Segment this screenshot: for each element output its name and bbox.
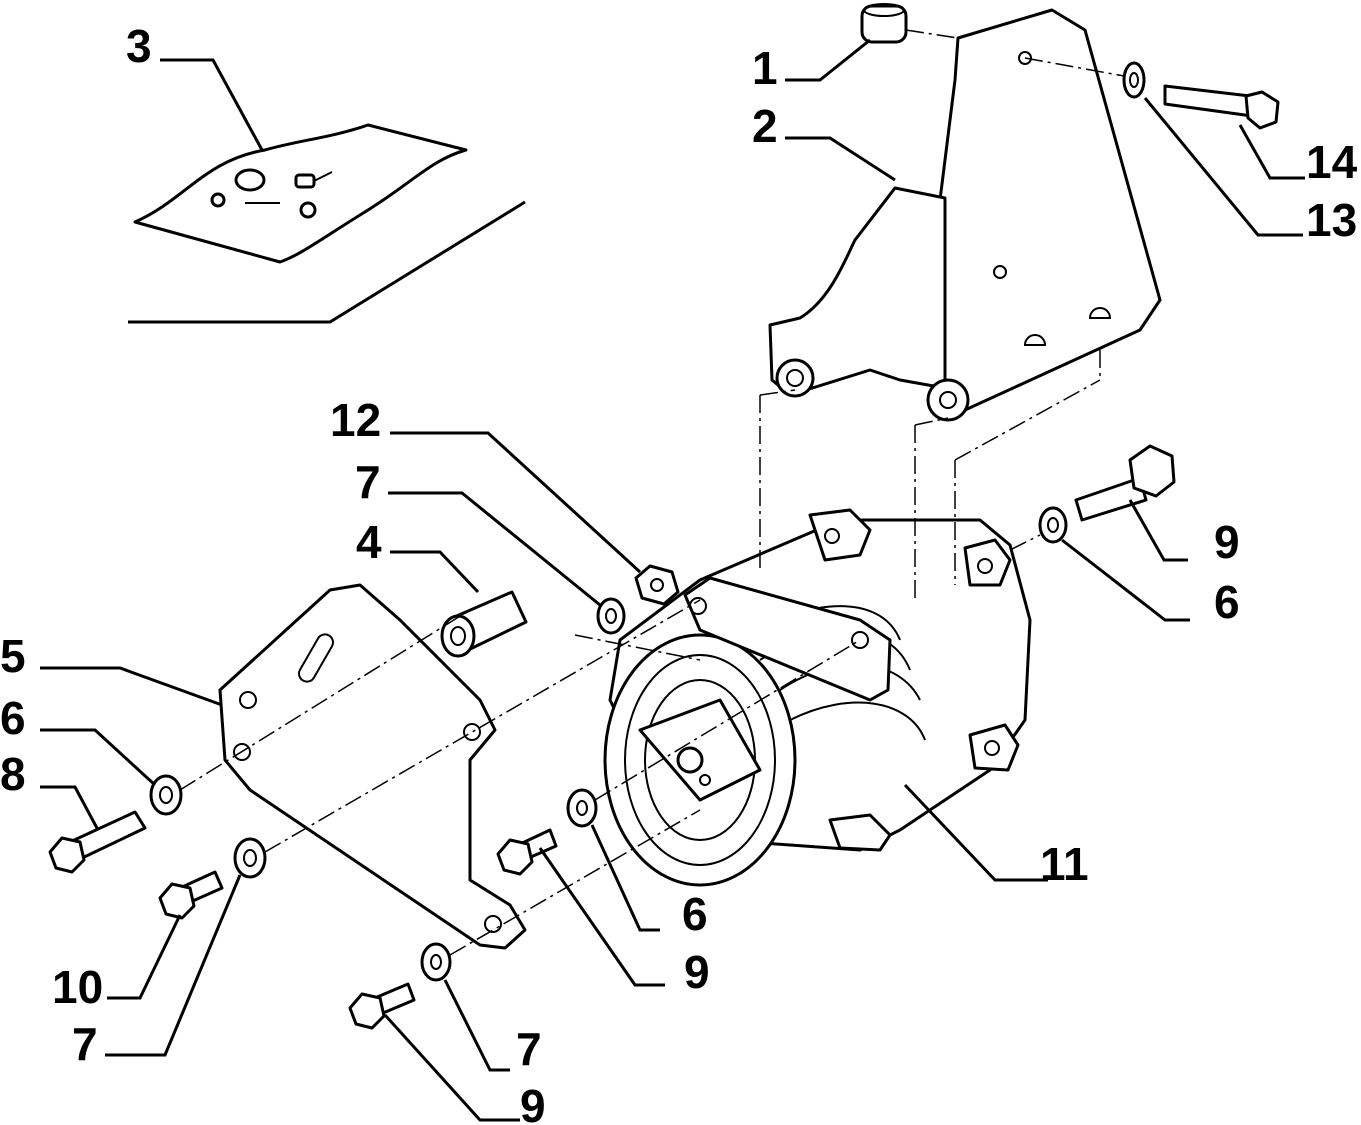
callout-labels: 1 2 3 4 5 6 6 6 7 7 7 8 9 9 9 10 11 12 1…	[0, 20, 1358, 1125]
part-14-bolt	[1163, 84, 1280, 130]
callout-9a: 9	[1214, 516, 1240, 568]
callout-9b: 9	[684, 946, 710, 998]
callout-11: 11	[1040, 838, 1089, 890]
callout-4: 4	[356, 516, 382, 568]
part-6-washer-left	[149, 774, 183, 816]
callout-7a: 7	[355, 456, 381, 508]
callout-5: 5	[0, 630, 26, 682]
callout-13: 13	[1306, 194, 1357, 246]
callout-3: 3	[126, 20, 152, 72]
callout-12: 12	[330, 394, 381, 446]
part-12-nut	[634, 564, 680, 606]
assembly-center-lines	[179, 29, 1125, 956]
callout-9c: 9	[520, 1080, 546, 1125]
part-9-bolt-bottom	[348, 982, 416, 1030]
callout-8: 8	[0, 748, 26, 800]
part-5-lower-bracket	[218, 583, 527, 950]
callout-6a: 6	[0, 692, 26, 744]
part-2-upper-bracket	[768, 8, 1162, 422]
part-10-bolt	[158, 870, 224, 920]
leader-lines	[40, 38, 1305, 1122]
part-4-spacer	[440, 590, 528, 658]
part-7-washer-left	[233, 837, 267, 879]
part-3-hardware-kit	[128, 123, 526, 324]
callout-2: 2	[752, 100, 778, 152]
callout-1: 1	[752, 42, 778, 94]
part-9-bolt-center	[496, 828, 558, 876]
part-6-washer-center	[566, 788, 598, 828]
part-7-washer-bottom	[420, 942, 452, 982]
part-1-bush	[860, 3, 908, 44]
callout-14: 14	[1306, 136, 1358, 188]
part-7-washer-upper	[596, 597, 626, 635]
callout-6b: 6	[1214, 576, 1240, 628]
callout-7b: 7	[72, 1018, 98, 1070]
part-9-bolt-right	[1074, 444, 1176, 522]
callout-10: 10	[52, 961, 103, 1013]
callout-7c: 7	[516, 1023, 542, 1075]
part-11-compressor	[603, 508, 1032, 887]
part-13-washer	[1122, 61, 1146, 99]
part-8-bolt	[48, 810, 147, 874]
part-6-washer-right	[1038, 506, 1068, 544]
callout-6c: 6	[682, 888, 708, 940]
